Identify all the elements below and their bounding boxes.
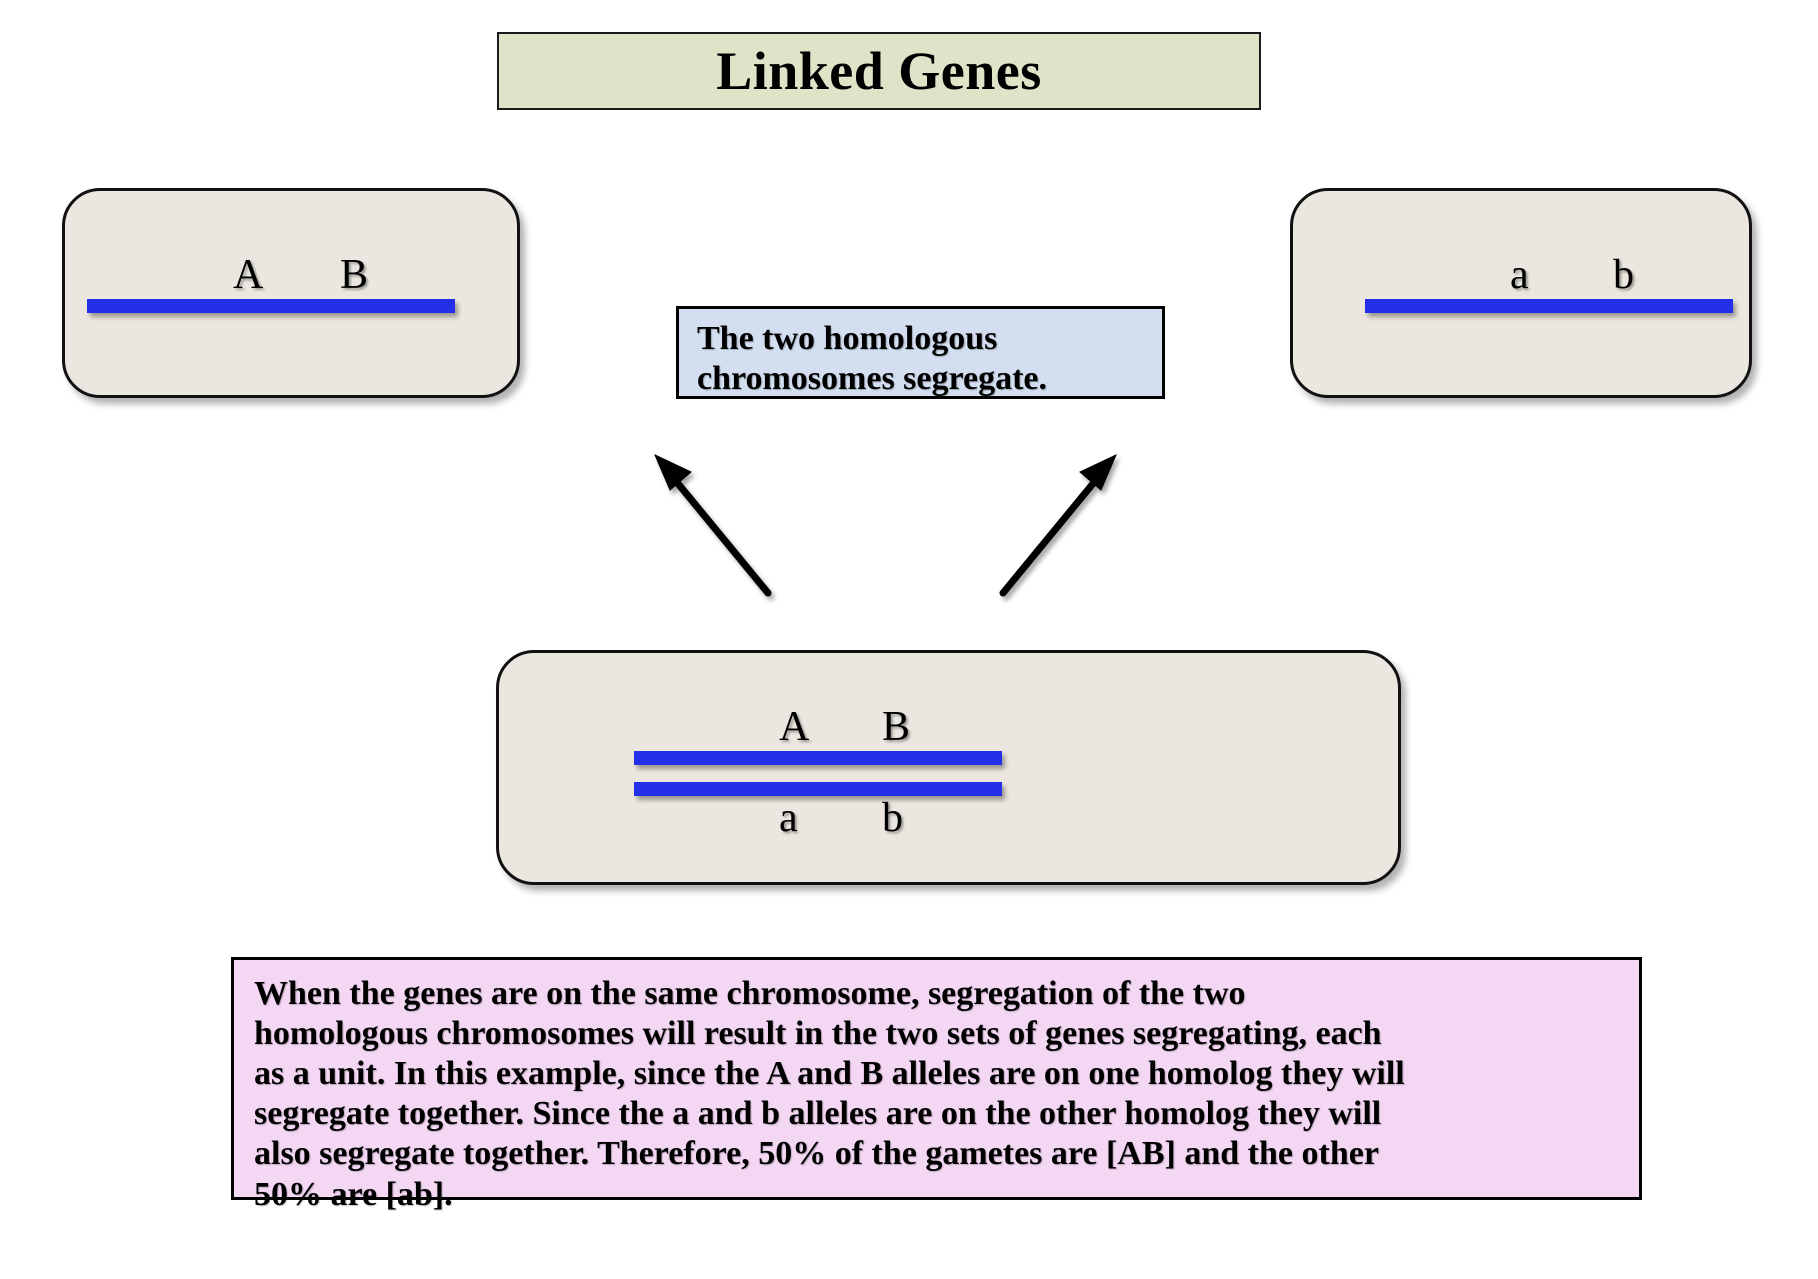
chromosome-group-AaBb: A B a b [634,705,1002,842]
allele-label-A: A [233,252,264,298]
explanation-box: When the genes are on the same chromosom… [231,957,1642,1213]
callout-line-1: The two homologous [697,320,998,357]
explanation-line-5: also segregate together. Therefore, 50% … [254,1135,1379,1173]
allele-row-above: a b [1365,253,1733,299]
arrow-to-gamete-ab-icon [999,453,1117,597]
parent-cell-panel: A B a b [496,650,1401,885]
explanation-line-3: as a unit. In this example, since the A … [254,1055,1405,1093]
explanation-line-2: homologous chromosomes will result in th… [254,1015,1382,1053]
chromosome-bar [1365,299,1733,313]
gamete-panel-ab: a b [1290,188,1752,398]
chromosome-group-AB: A B [87,253,455,313]
explanation-line-4: segregate together. Since the a and b al… [254,1095,1382,1133]
segregation-callout-box: The two homologous chromosomes segregate… [676,306,1165,399]
allele-label-b: b [1613,252,1634,298]
allele-label-B: B [340,252,369,298]
allele-label-a: a [779,795,798,841]
explanation-line-1: When the genes are on the same chromosom… [254,975,1246,1012]
allele-label-b: b [882,795,903,841]
explanation-line-6: 50% are [ab]. [254,1175,453,1213]
page-title: Linked Genes [716,41,1042,101]
gamete-panel-AB: A B [62,188,520,398]
allele-row-above: A B [634,705,1002,751]
arrow-to-gamete-AB-icon [654,453,772,597]
chromosome-group-ab: a b [1365,253,1733,313]
chromosome-bar-maternal [634,751,1002,765]
callout-line-2: chromosomes segregate. [697,360,1047,398]
chromosome-spacer [634,765,1002,782]
chromosome-bar-paternal [634,782,1002,796]
allele-label-a: a [1510,252,1529,298]
allele-label-A: A [779,704,810,750]
allele-row-above: A B [87,253,455,299]
allele-label-B: B [882,704,911,750]
chromosome-bar [87,299,455,313]
allele-row-below: a b [634,796,1002,842]
slide-title-box: Linked Genes [497,32,1261,110]
